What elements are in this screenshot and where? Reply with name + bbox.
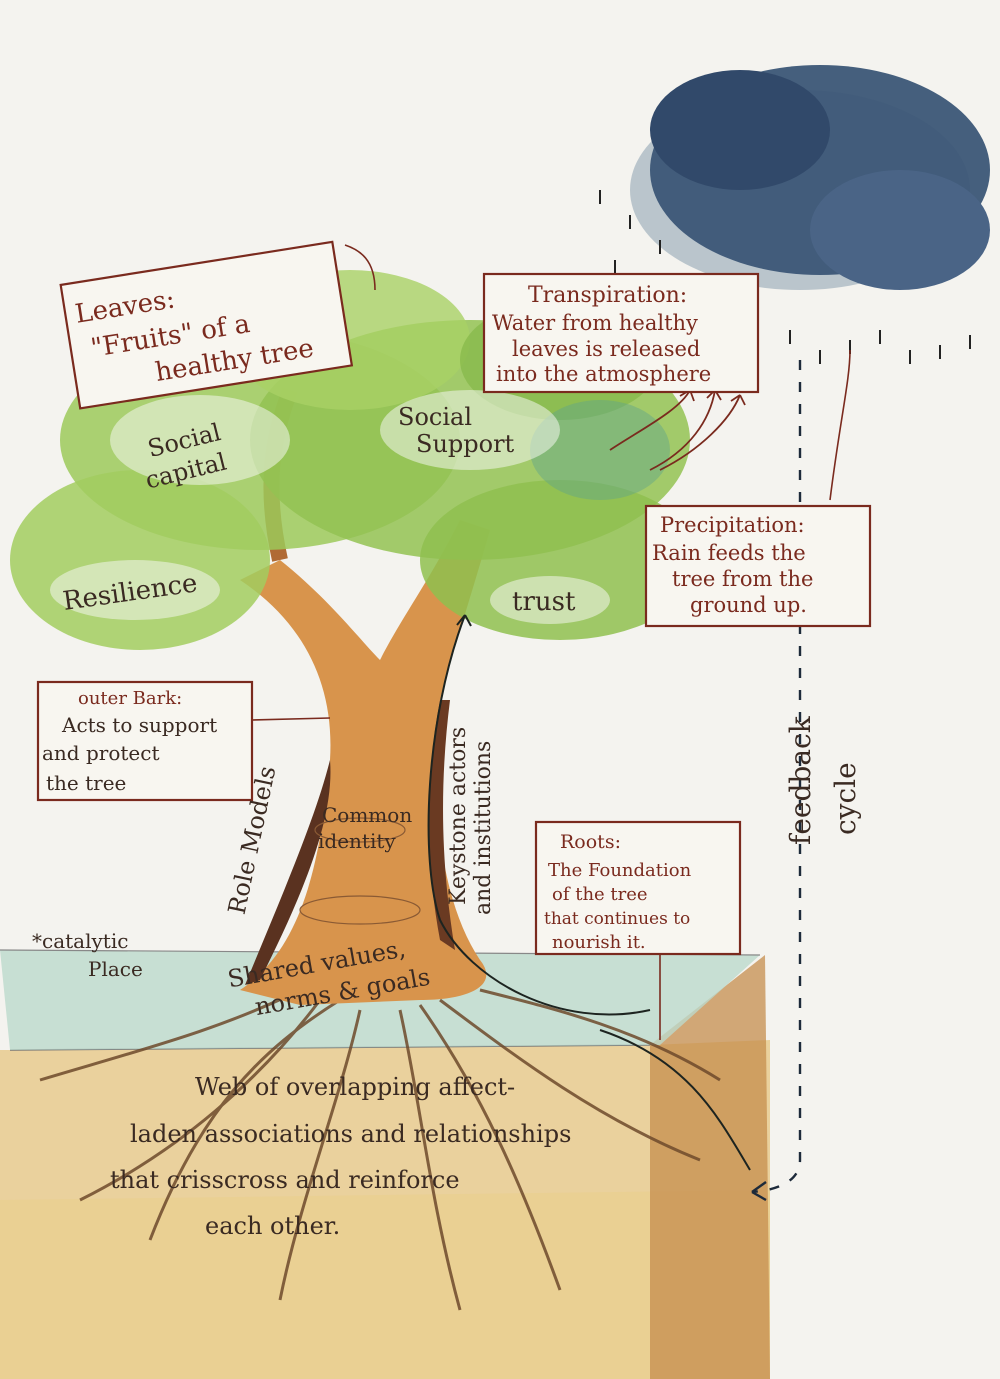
soil-block: [0, 955, 770, 1379]
roots-line-3: of the tree: [552, 884, 648, 905]
common-identity-line-2: identity: [318, 829, 396, 853]
outer-bark-line-4: the tree: [46, 771, 126, 795]
web-line-3: that crisscross and reinforce: [110, 1166, 460, 1194]
keystone-arrow: [427, 614, 651, 1016]
catalytic-line-2: Place: [88, 957, 143, 981]
keystone-line-2: and institutions: [471, 741, 496, 915]
web-description: Web of overlapping affect- laden associa…: [110, 1073, 571, 1240]
transpiration-arrows: [609, 389, 746, 471]
roots-line-2: The Foundation: [548, 860, 692, 881]
web-line-2: laden associations and relationships: [130, 1120, 571, 1148]
roots-title: Roots:: [560, 831, 621, 853]
feedback-line-1: feedback: [784, 715, 817, 845]
outer-bark-title: outer Bark:: [78, 688, 182, 709]
keystone-line-1: Keystone actors: [446, 727, 471, 905]
keystone-arrowhead: [456, 614, 472, 627]
roots: [39, 988, 721, 1311]
transpiration-title: Transpiration:: [528, 283, 687, 308]
roots-line-5: nourish it.: [552, 932, 646, 953]
catalytic-line-1: *catalytic: [32, 929, 128, 953]
feedback-line-2: cycle: [829, 762, 862, 835]
precipitation-connector: [829, 349, 851, 501]
roots-line-4: that continues to: [544, 909, 690, 929]
trust-label: trust: [512, 587, 576, 617]
transpiration-line-2: Water from healthy: [492, 311, 698, 335]
transpiration-line-3: leaves is released: [512, 337, 700, 361]
social-support-line-1: Social: [398, 403, 472, 431]
bark-connector: [251, 717, 331, 721]
feedback-cycle-label: feedback cycle: [784, 715, 862, 845]
social-support-line-2: Support: [416, 430, 515, 458]
social-support-label: Social Support: [398, 403, 515, 458]
precipitation-line-3: tree from the: [672, 567, 813, 591]
web-line-4: each other.: [205, 1212, 340, 1240]
root-arrow: [599, 1029, 751, 1171]
precipitation-box: Precipitation: Rain feeds the tree from …: [644, 504, 872, 628]
keystone-label: Keystone actors and institutions: [446, 727, 496, 915]
feedback-cycle-path: [751, 360, 802, 1194]
common-identity-line-1: Common: [322, 803, 412, 827]
web-line-1: Web of overlapping affect-: [195, 1073, 515, 1101]
precipitation-title: Precipitation:: [660, 513, 805, 537]
feedback-arrowhead: [751, 1181, 767, 1202]
rain-cloud: [630, 65, 990, 290]
leaves-connector: [344, 244, 376, 291]
transpiration-box: Transpiration: Water from healthy leaves…: [482, 272, 760, 394]
precipitation-line-2: Rain feeds the: [652, 541, 806, 565]
roots-box: Roots: The Foundation of the tree that c…: [534, 820, 742, 956]
outer-bark-line-2: Acts to support: [61, 713, 217, 737]
outer-bark-line-3: and protect: [42, 741, 159, 765]
precipitation-line-4: ground up.: [690, 593, 807, 617]
outer-bark-box: outer Bark: Acts to support and protect …: [36, 680, 254, 802]
transpiration-line-4: into the atmosphere: [496, 362, 711, 386]
